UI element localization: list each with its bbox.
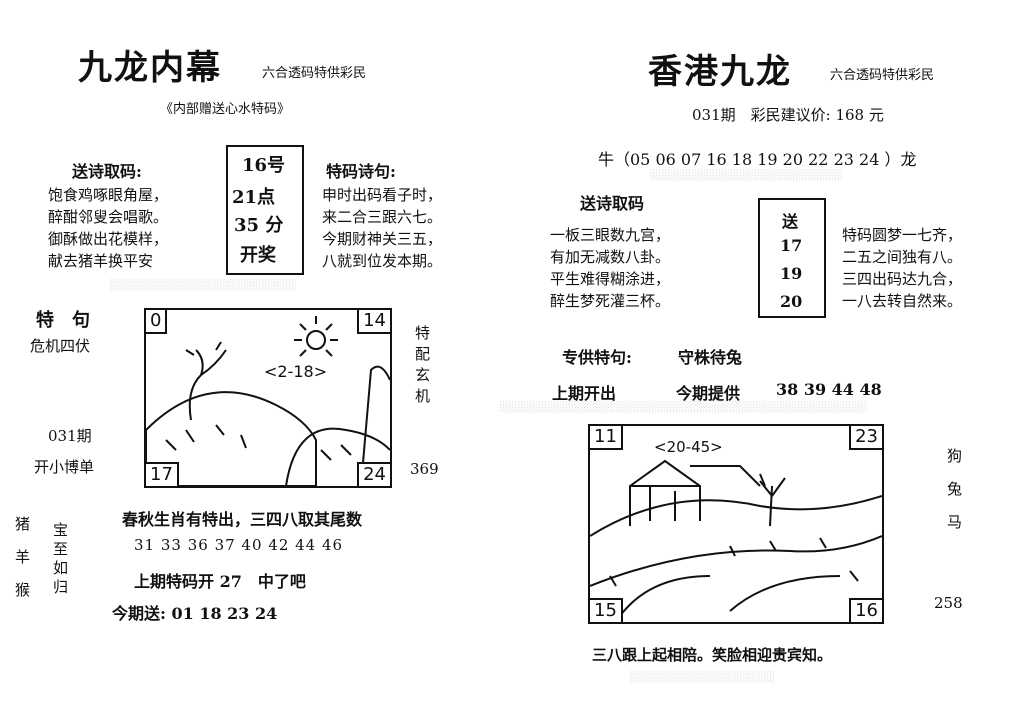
left-spring-autumn: 春秋生肖有特出，三四八取其尾数 xyxy=(122,510,363,529)
poem-line: 献去猪羊换平安 xyxy=(48,252,154,270)
left-side-label: 特配玄机 xyxy=(413,325,431,409)
left-corner-tl: 0 xyxy=(146,310,168,334)
poem-line: 一八去转自然来。 xyxy=(842,292,963,310)
left-picture: <2-18> 0 14 17 24 xyxy=(144,308,392,488)
poem-line: 御酥做出花模样， xyxy=(48,230,169,248)
gift-box-item: 19 xyxy=(780,264,803,283)
left-picture-range: <2-18> xyxy=(264,362,328,381)
poem-line: 二五之间独有八。 xyxy=(842,248,963,266)
poem-line: 平生难得糊涂进， xyxy=(550,270,671,288)
left-subtitle: 六合透码特供彩民 xyxy=(262,66,367,81)
faint-noise: ░░░░░░░░░░░░░░░░░░░░░░░░ xyxy=(630,672,775,683)
left-zodiac-vertical: 猪羊猴 xyxy=(13,516,31,615)
draw-minute: 35 分 xyxy=(234,215,284,236)
right-zodiac-vertical: 狗兔马 xyxy=(945,448,963,547)
right-gift-box: 送 17 19 20 xyxy=(758,198,826,318)
right-picture-range: <20-45> xyxy=(654,438,723,456)
left-number-row: 31 33 36 37 40 42 44 46 xyxy=(134,536,344,554)
poem-line: 申时出码看子时， xyxy=(322,186,443,204)
left-poem-gift-lines: 饱食鸡啄眼角屋， 醉酣邻叟会唱歌。 御酥做出花模样， 献去猪羊换平安 xyxy=(48,184,168,272)
left-special-poem-label: 特码诗句: xyxy=(326,162,396,181)
poem-line: 八就到位发本期。 xyxy=(322,252,443,270)
left-side-number: 369 xyxy=(410,460,439,478)
left-last-issue: 上期特码开 27 中了吧 xyxy=(134,572,306,591)
right-subtitle: 六合透码特供彩民 xyxy=(830,68,935,83)
gift-box-item: 送 xyxy=(782,212,799,231)
right-poem-gift-lines: 一板三眼数九宫， 有加无减数八卦。 平生难得糊涂进， 醉生梦死灌三杯。 xyxy=(550,224,670,312)
right-issue-price: 031期 彩民建议价: 168 元 xyxy=(692,106,884,124)
right-last-issue-label: 上期开出 xyxy=(552,384,617,403)
draw-time-box: 16号 21点 35 分 开奖 xyxy=(226,145,304,275)
left-phrase-label: 特 句 xyxy=(36,310,90,331)
draw-hour: 21点 xyxy=(232,187,276,208)
left-landscape-drawing xyxy=(146,316,390,486)
draw-day: 16号 xyxy=(242,155,286,176)
right-special-phrase: 守株待兔 xyxy=(678,348,743,367)
left-title: 九龙内幕 xyxy=(78,48,222,88)
left-corner-br: 24 xyxy=(357,462,390,486)
right-this-issue-numbers: 38 39 44 48 xyxy=(776,380,882,399)
right-ox-dragon: 牛（05 06 07 16 18 19 20 22 23 24 ）龙 xyxy=(598,150,917,169)
faint-noise: ░░░░░░░░░░░░░░░░░░░░░░░░░░░░░░░░░░░░░░░░… xyxy=(500,402,868,413)
left-blessing-vertical: 宝至如归 xyxy=(51,522,69,598)
draw-label: 开奖 xyxy=(240,245,276,266)
right-side-number: 258 xyxy=(934,594,963,612)
right-landscape-drawing xyxy=(590,459,882,617)
left-phrase: 危机四伏 xyxy=(30,337,91,355)
poem-line: 饱食鸡啄眼角屋， xyxy=(48,186,169,204)
left-special-poem-lines: 申时出码看子时， 来二合三跟六七。 今期财神关三五， 八就到位发本期。 xyxy=(322,184,442,272)
right-picture: <20-45> 11 23 15 16 xyxy=(588,424,884,624)
right-special-phrase-label: 专供特句: xyxy=(562,348,632,367)
poem-line: 来二合三跟六七。 xyxy=(322,208,443,226)
right-corner-bl: 15 xyxy=(590,598,623,622)
right-title: 香港九龙 xyxy=(648,52,792,92)
left-subheading: 《内部赠送心水特码》 xyxy=(160,102,291,117)
gift-box-item: 20 xyxy=(780,292,803,311)
poem-line: 三四出码达九合， xyxy=(842,270,963,288)
poem-line: 特码圆梦一七齐， xyxy=(842,226,963,244)
right-corner-br: 16 xyxy=(849,598,882,622)
right-corner-tr: 23 xyxy=(849,426,882,450)
poem-line: 一板三眼数九宫， xyxy=(550,226,671,244)
left-corner-bl: 17 xyxy=(146,462,179,486)
right-poem-gift-label: 送诗取码 xyxy=(580,194,645,213)
faint-noise: ░░░░░░░░░░░░░░░░░░░░░░░░░░░░░░░ xyxy=(110,280,297,291)
right-special-lines: 特码圆梦一七齐， 二五之间独有八。 三四出码达九合， 一八去转自然来。 xyxy=(842,224,962,312)
faint-noise: ░░░░░░░░░░░░░░░░░░░░░░░░░░░░░░░░ xyxy=(650,170,843,181)
left-bet-hint: 开小博单 xyxy=(34,458,95,476)
left-corner-tr: 14 xyxy=(357,310,390,334)
left-poem-gift-label: 送诗取码: xyxy=(72,162,142,181)
left-issue: 031期 xyxy=(48,427,92,445)
poem-line: 有加无减数八卦。 xyxy=(550,248,671,266)
left-this-issue: 今期送: 01 18 23 24 xyxy=(112,604,278,623)
right-corner-tl: 11 xyxy=(590,426,623,450)
right-this-issue-label: 今期提供 xyxy=(676,384,741,403)
poem-line: 醉生梦死灌三杯。 xyxy=(550,292,671,310)
right-footer: 三八跟上起相陪。笑脸相迎贵宾知。 xyxy=(592,646,833,664)
poem-line: 醉酣邻叟会唱歌。 xyxy=(48,208,169,226)
gift-box-item: 17 xyxy=(780,236,803,255)
poem-line: 今期财神关三五， xyxy=(322,230,443,248)
